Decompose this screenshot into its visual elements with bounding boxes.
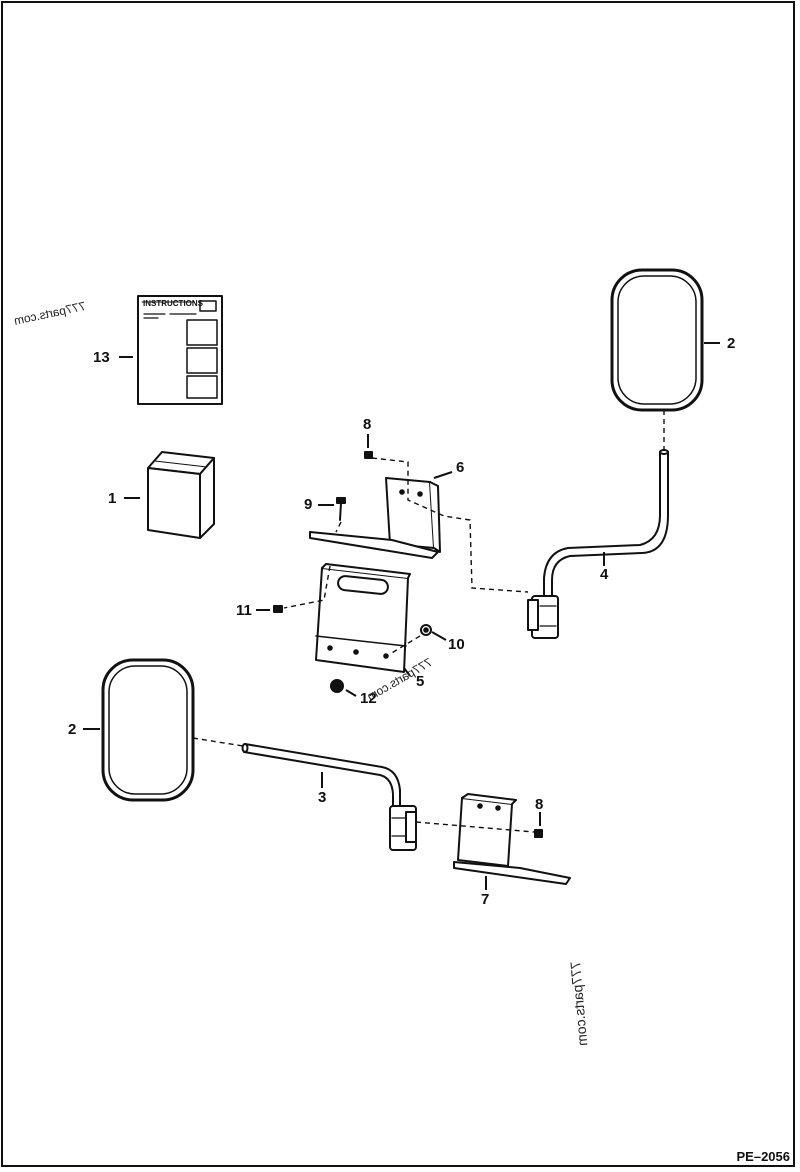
callout-10: 10 xyxy=(448,636,465,653)
bolt-8-upper-illustration xyxy=(364,451,373,459)
callout-8-lower: 8 xyxy=(535,796,544,813)
callout-5: 5 xyxy=(416,673,425,690)
washer-10-illustration xyxy=(420,624,432,636)
callout-12: 12 xyxy=(360,690,377,707)
kit-box-illustration xyxy=(147,451,215,539)
lower-mirror-arm-illustration xyxy=(241,743,417,851)
manual-cover-title: INSTRUCTIONS xyxy=(143,299,203,308)
callout-2-lower: 2 xyxy=(68,721,77,738)
bolt-8-lower-illustration xyxy=(534,829,543,838)
upper-mirror-arm-illustration xyxy=(527,449,669,639)
callout-11: 11 xyxy=(236,602,252,619)
screw-11-illustration xyxy=(273,605,283,613)
document-id: PE–2056 xyxy=(736,1149,791,1164)
lower-bracket-illustration xyxy=(453,793,571,885)
callout-2-upper: 2 xyxy=(727,335,736,352)
callout-4: 4 xyxy=(600,566,609,583)
callout-3: 3 xyxy=(318,789,327,806)
callout-7: 7 xyxy=(481,891,490,908)
callout-1: 1 xyxy=(108,490,117,507)
nut-12-illustration xyxy=(330,679,344,693)
lower-mirror-illustration xyxy=(101,658,195,802)
mounting-plate-illustration xyxy=(315,563,411,673)
instruction-manual-illustration xyxy=(137,295,223,405)
callout-8-upper: 8 xyxy=(363,416,372,433)
callout-9: 9 xyxy=(304,496,313,513)
callout-6: 6 xyxy=(456,459,465,476)
upper-mirror-illustration xyxy=(610,268,704,412)
callout-13: 13 xyxy=(93,349,110,366)
bolt-9-illustration xyxy=(336,497,346,521)
upper-bracket-illustration xyxy=(309,477,441,559)
